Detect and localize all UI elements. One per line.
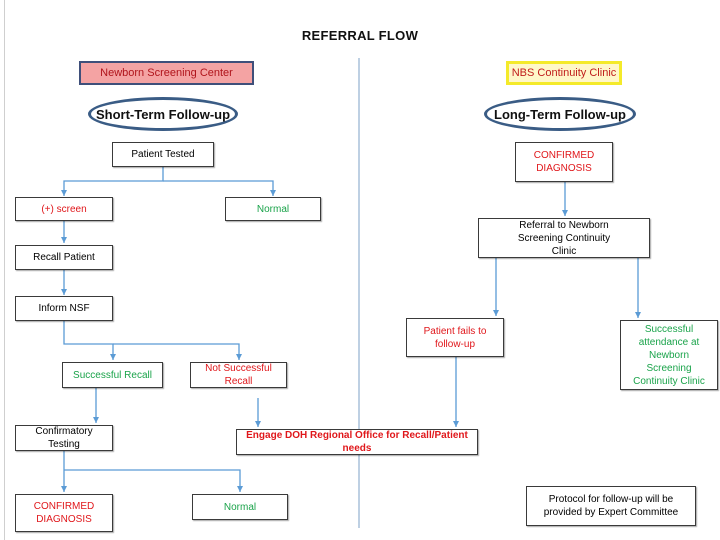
- positive-screen-box: (+) screen: [15, 197, 113, 221]
- confirmatory-testing-box: Confirmatory Testing: [15, 425, 113, 451]
- newborn-screening-center-header: Newborn Screening Center: [79, 61, 254, 85]
- successful-attendance-box: Successful attendance at Newborn Screeni…: [620, 320, 718, 390]
- connector-to-normal-top: [163, 180, 276, 196]
- left-edge-line: [4, 0, 5, 540]
- connector-inform-split: [63, 321, 116, 360]
- long-term-follow-up-oval: Long-Term Follow-up: [484, 97, 636, 131]
- nbs-continuity-clinic-header: NBS Continuity Clinic: [506, 61, 622, 85]
- connector-to-normal-bottom: [64, 469, 243, 492]
- page-title: REFERRAL FLOW: [301, 28, 419, 43]
- confirmed-diagnosis-right-box: CONFIRMED DIAGNOSIS: [515, 142, 613, 182]
- patient-fails-box: Patient fails to follow-up: [406, 318, 504, 357]
- confirmed-diagnosis-left-box: CONFIRMED DIAGNOSIS: [15, 494, 113, 532]
- engage-doh-box: Engage DOH Regional Office for Recall/Pa…: [236, 429, 478, 455]
- connector-to-not-successful: [113, 343, 242, 360]
- normal-bottom-box: Normal: [192, 494, 288, 520]
- protocol-note-box: Protocol for follow-up will be provided …: [526, 486, 696, 526]
- inform-nsf-box: Inform NSF: [15, 296, 113, 321]
- normal-top-box: Normal: [225, 197, 321, 221]
- short-term-follow-up-oval: Short-Term Follow-up: [88, 97, 238, 131]
- recall-patient-box: Recall Patient: [15, 245, 113, 270]
- referral-to-clinic-box: Referral to Newborn Screening Continuity…: [478, 218, 650, 258]
- successful-recall-box: Successful Recall: [62, 362, 163, 388]
- connector-patient-tested-split: [61, 167, 164, 196]
- patient-tested-box: Patient Tested: [112, 142, 214, 167]
- not-successful-recall-box: Not Successful Recall: [190, 362, 287, 388]
